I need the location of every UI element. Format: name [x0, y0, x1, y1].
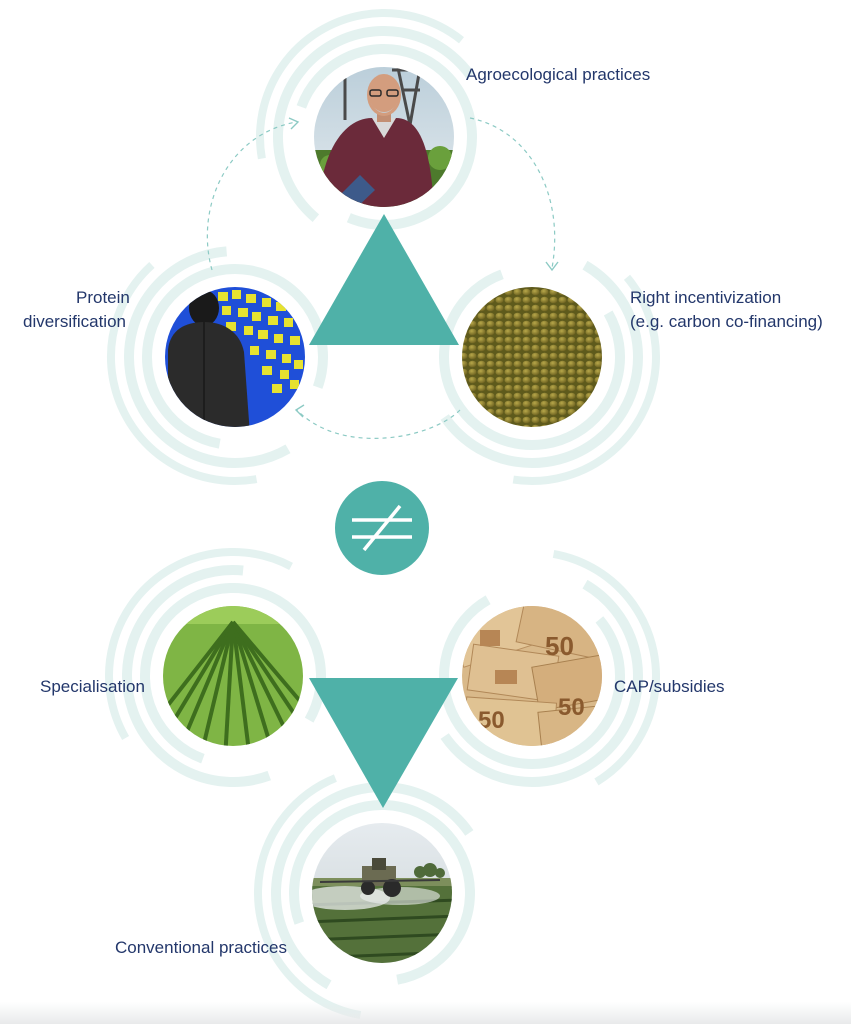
bottom-fade	[0, 1002, 851, 1024]
label-cap-subsidies: CAP/subsidies	[614, 677, 725, 696]
farmer-in-field-photo	[314, 67, 454, 207]
label-protein-line1: Protein	[76, 288, 130, 307]
crop-rows-field-photo	[163, 606, 303, 746]
arrow-incentive-to-protein	[296, 409, 461, 439]
arrow-heads	[288, 117, 559, 418]
label-carbon-cofinancing: (e.g. carbon co-financing)	[630, 312, 823, 331]
not-equal-icon	[335, 481, 429, 575]
banknote-value-2: 50	[478, 707, 505, 734]
label-conventional-practices: Conventional practices	[115, 938, 287, 957]
euro-banknotes-photo: 50 50 50	[462, 606, 602, 746]
label-protein-line2: diversification	[23, 312, 126, 331]
banknote-value-3: 50	[558, 694, 585, 721]
mung-beans-photo	[462, 287, 602, 427]
teal-up-triangle	[309, 214, 459, 345]
cycle-arrows	[206, 117, 556, 439]
arrow-agro-to-incentive	[469, 117, 556, 269]
teal-down-triangle	[309, 678, 458, 808]
banknote-value-1: 50	[545, 631, 574, 661]
label-agroecological-practices: Agroecological practices	[466, 65, 651, 84]
person-at-sticky-note-board-photo	[165, 287, 305, 427]
label-right-incentivization: Right incentivization	[630, 288, 782, 307]
tractor-spraying-field-photo	[312, 823, 452, 963]
label-specialisation: Specialisation	[40, 677, 145, 696]
